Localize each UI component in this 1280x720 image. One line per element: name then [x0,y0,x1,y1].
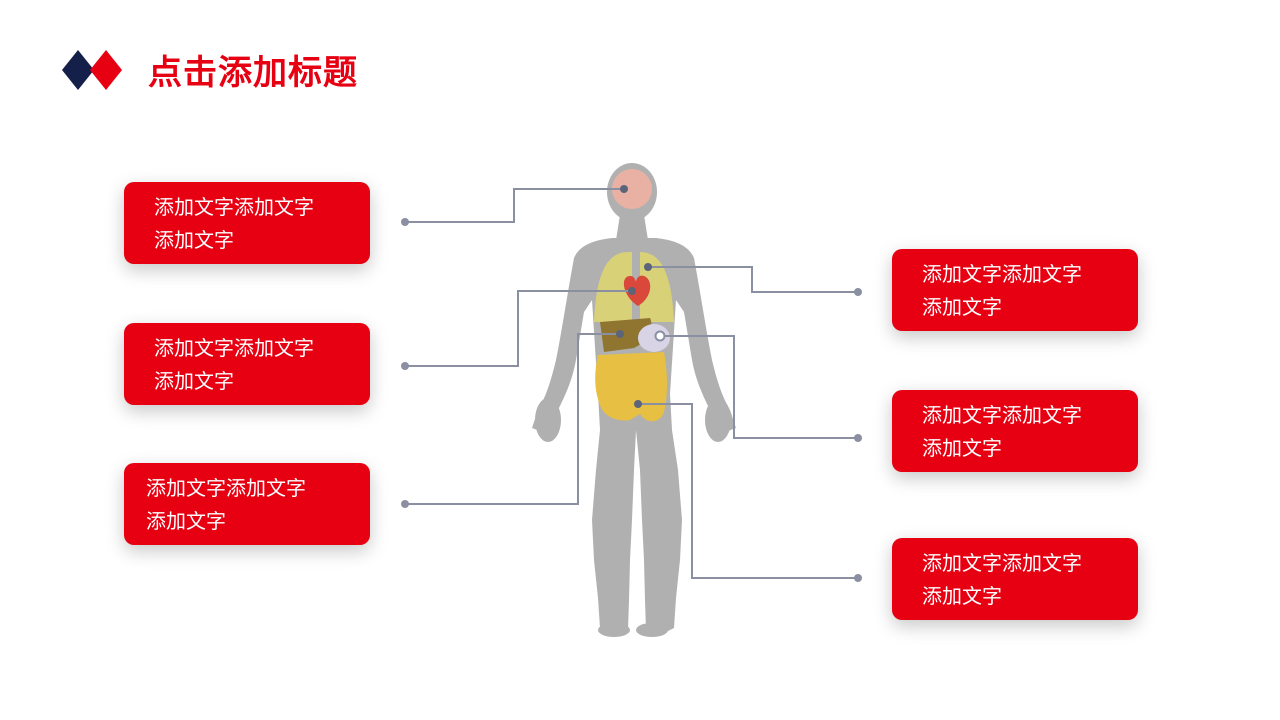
callout-text-line2: 添加文字 [922,580,1128,613]
callout-text-line2: 添加文字 [146,505,360,538]
callout-text-line2: 添加文字 [922,432,1128,465]
callout-text-line1: 添加文字添加文字 [922,399,1128,432]
callout-box-right-3[interactable]: 添加文字添加文字 添加文字 [892,538,1138,620]
callout-text-line2: 添加文字 [154,224,360,257]
connector-liver [405,334,620,504]
callout-text-line1: 添加文字添加文字 [146,472,360,505]
callout-text-line2: 添加文字 [922,291,1128,324]
connector-brain [405,189,624,222]
callout-box-left-3[interactable]: 添加文字添加文字 添加文字 [124,463,370,545]
callout-text-line1: 添加文字添加文字 [154,191,360,224]
callout-box-left-1[interactable]: 添加文字添加文字 添加文字 [124,182,370,264]
connector-stomach [660,336,858,438]
callout-box-right-2[interactable]: 添加文字添加文字 添加文字 [892,390,1138,472]
callout-box-right-1[interactable]: 添加文字添加文字 添加文字 [892,249,1138,331]
stomach-icon [638,324,670,352]
intestines-icon [595,352,667,421]
callout-box-left-2[interactable]: 添加文字添加文字 添加文字 [124,323,370,405]
callout-text-line1: 添加文字添加文字 [922,547,1128,580]
callout-text-line1: 添加文字添加文字 [154,332,360,365]
callout-text-line2: 添加文字 [154,365,360,398]
callout-text-line1: 添加文字添加文字 [922,258,1128,291]
